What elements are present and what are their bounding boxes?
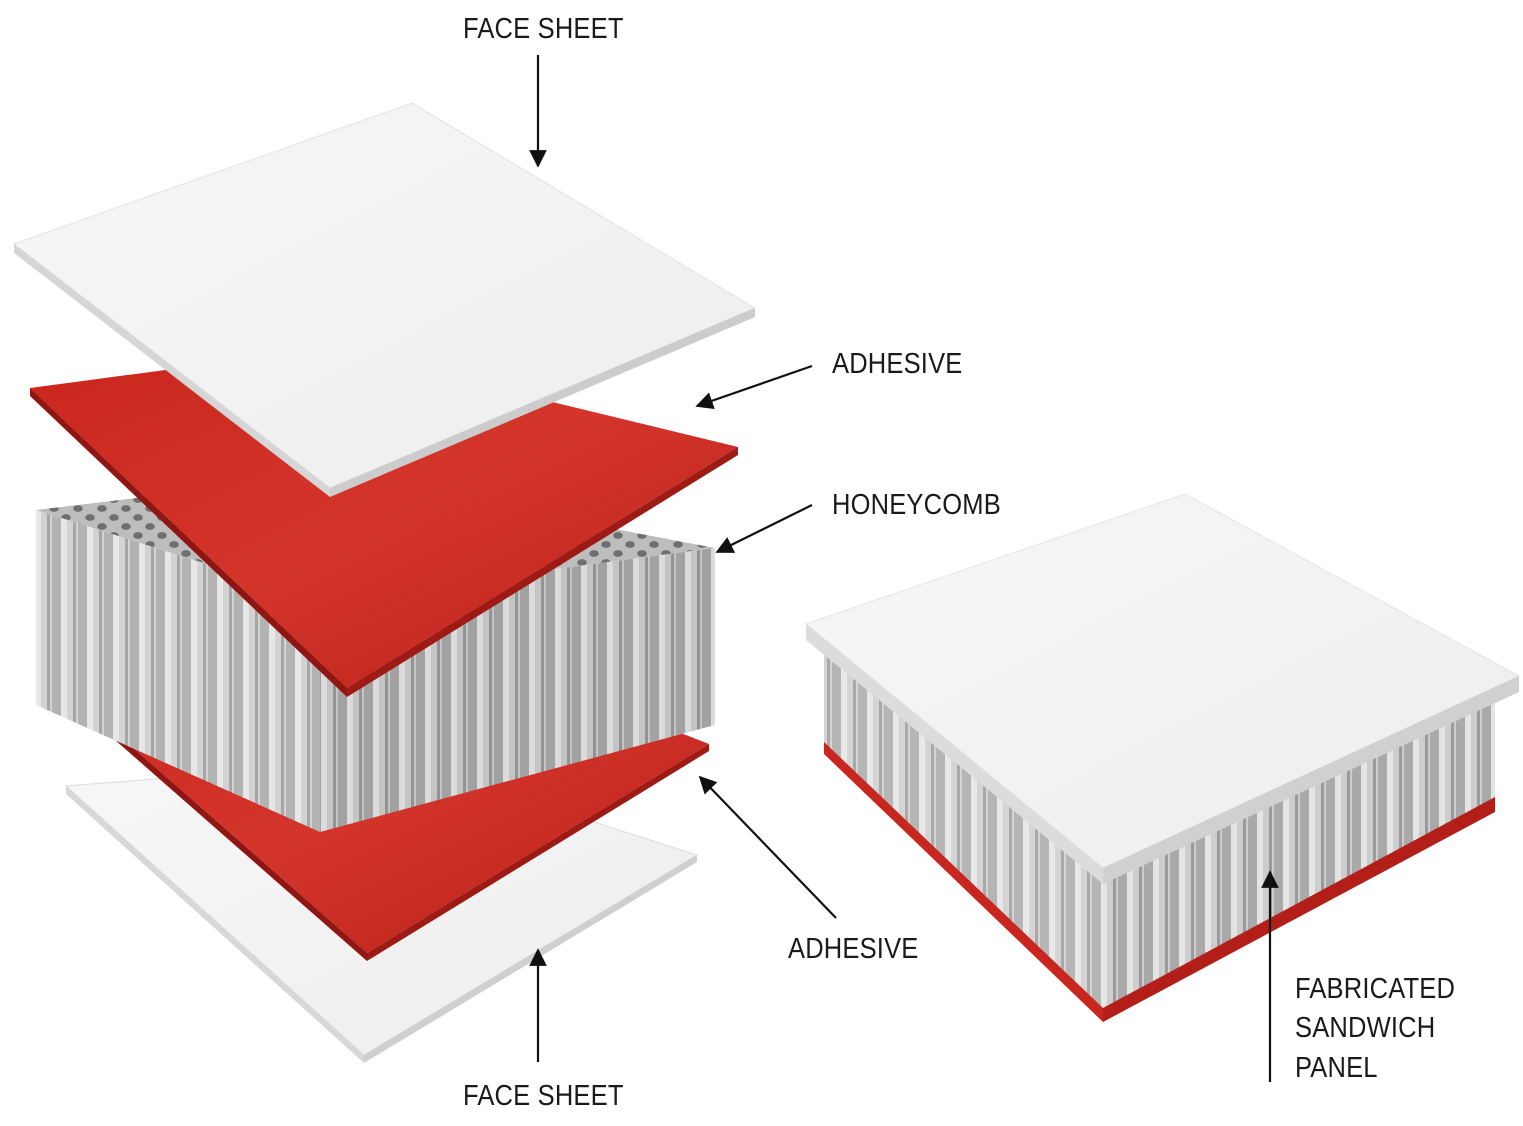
label-fabricated-line2: SANDWICH <box>1295 1012 1436 1044</box>
label-adhesive-bottom: ADHESIVE <box>788 933 919 965</box>
face-sheet-top-layer <box>12 102 757 497</box>
label-fabricated-line1: FABRICATED <box>1295 973 1456 1005</box>
arrow-honeycomb <box>715 504 813 553</box>
label-face-sheet-bottom: FACE SHEET <box>463 1080 624 1112</box>
arrow-adhesive-top <box>695 364 813 410</box>
label-honeycomb: HONEYCOMB <box>832 489 1001 521</box>
fabricated-sandwich-panel <box>804 493 1521 1022</box>
label-adhesive-top: ADHESIVE <box>832 348 963 380</box>
arrow-adhesive-bottom <box>698 775 837 919</box>
adhesive-top-layer <box>30 348 738 697</box>
label-face-sheet-top: FACE SHEET <box>463 13 624 45</box>
label-fabricated-line3: PANEL <box>1295 1052 1378 1084</box>
